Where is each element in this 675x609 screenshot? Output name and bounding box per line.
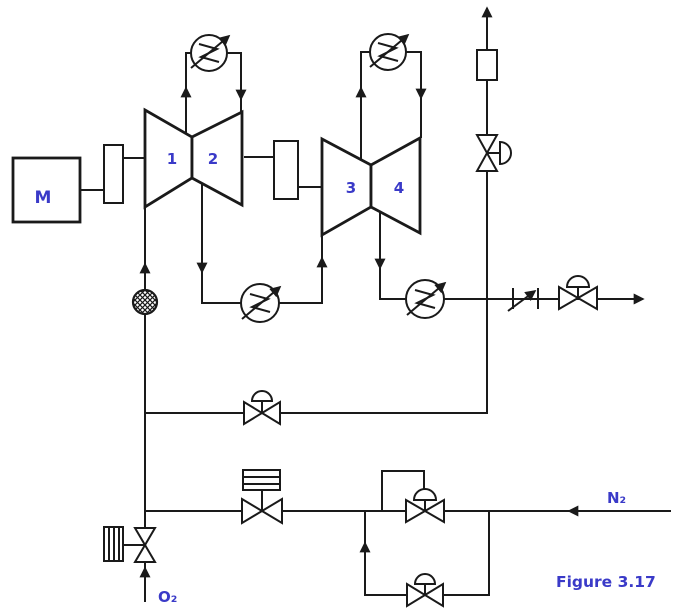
recycle-valve: [243, 390, 281, 426]
diaphragm-actuator-icon: [250, 390, 274, 402]
cooler-heat-arrow-icon: [406, 281, 447, 316]
suction-filter: [131, 288, 159, 316]
compressor-stage2-body: [190, 109, 244, 208]
aftercooler: [405, 279, 447, 319]
valve-body-left: [243, 400, 264, 426]
pipe-cooler2-inlet: [360, 51, 370, 165]
valve-body-top: [475, 134, 499, 156]
valve-body-right: [260, 497, 283, 525]
n2-control-valve: [405, 488, 445, 524]
flow-arrows: [139, 6, 645, 583]
n2-pressure-regulator: [241, 469, 283, 525]
cooler-1: [190, 34, 231, 72]
pipe-aftercooler-inlet: [379, 210, 406, 300]
nitrogen-label: N₂: [607, 489, 626, 507]
pipe-cooler2-outlet: [406, 51, 422, 138]
motor-label: M: [35, 188, 52, 208]
cooler-heat-arrow-icon: [190, 34, 231, 69]
motor: M: [11, 156, 82, 224]
valve-body-right: [423, 582, 444, 608]
oxygen-label: O₂: [158, 588, 177, 606]
valve-body-bottom: [475, 150, 499, 172]
stage1-label: 1: [167, 150, 177, 168]
valve-body-top: [133, 527, 157, 547]
pipe-n2-pilot-loop: [381, 470, 425, 511]
diaphragm-actuator-icon: [412, 488, 438, 501]
blow-off-valve: [475, 134, 512, 172]
diaphragm-actuator-icon: [413, 573, 437, 585]
cooler-heat-arrow-icon: [369, 33, 410, 68]
valve-body-right: [260, 400, 281, 426]
valve-body-right: [423, 498, 445, 524]
compressor-stages-1-2: 1 2: [143, 107, 244, 210]
hand-operator-lines: [108, 527, 120, 561]
o2-inlet-valve: [103, 526, 157, 563]
cooler-2: [369, 33, 410, 71]
valve-body-right: [576, 285, 598, 311]
pipe-cooler1-inlet: [185, 52, 191, 136]
figure-caption: Figure 3.17: [556, 573, 656, 591]
discharge-control-valve: [558, 275, 598, 311]
valve-body-bottom: [133, 543, 157, 563]
diaphragm-actuator-icon: [565, 275, 591, 288]
motor-box: [11, 156, 82, 224]
stage4-label: 4: [394, 179, 404, 197]
stage3-label: 3: [346, 179, 356, 197]
check-valve-ticks: [512, 288, 539, 309]
coupling-2: [273, 140, 299, 200]
valve-body-left: [405, 498, 427, 524]
compressor-stages-3-4: 3 4: [320, 135, 422, 238]
check-valve-arrow: [507, 290, 537, 312]
spring-actuator-box: [242, 469, 281, 491]
coupling-1: [103, 144, 124, 204]
pipe-intercooler-inlet: [201, 182, 241, 304]
valve-body-left: [558, 285, 580, 311]
spring-actuator-lines: [243, 476, 280, 485]
cooler-heat-arrow-icon: [241, 285, 282, 320]
filter-crosshatch-icon: [131, 288, 159, 316]
vent-silencer: [476, 49, 498, 81]
piston-actuator-icon: [499, 140, 512, 166]
stage2-label: 2: [208, 150, 218, 168]
intercooler: [240, 283, 282, 323]
valve-body-left: [241, 497, 264, 525]
check-valve: [507, 288, 539, 312]
n2-bypass-valve: [406, 573, 444, 608]
compressor-stage4-body: [369, 135, 422, 236]
valve-body-left: [406, 582, 427, 608]
